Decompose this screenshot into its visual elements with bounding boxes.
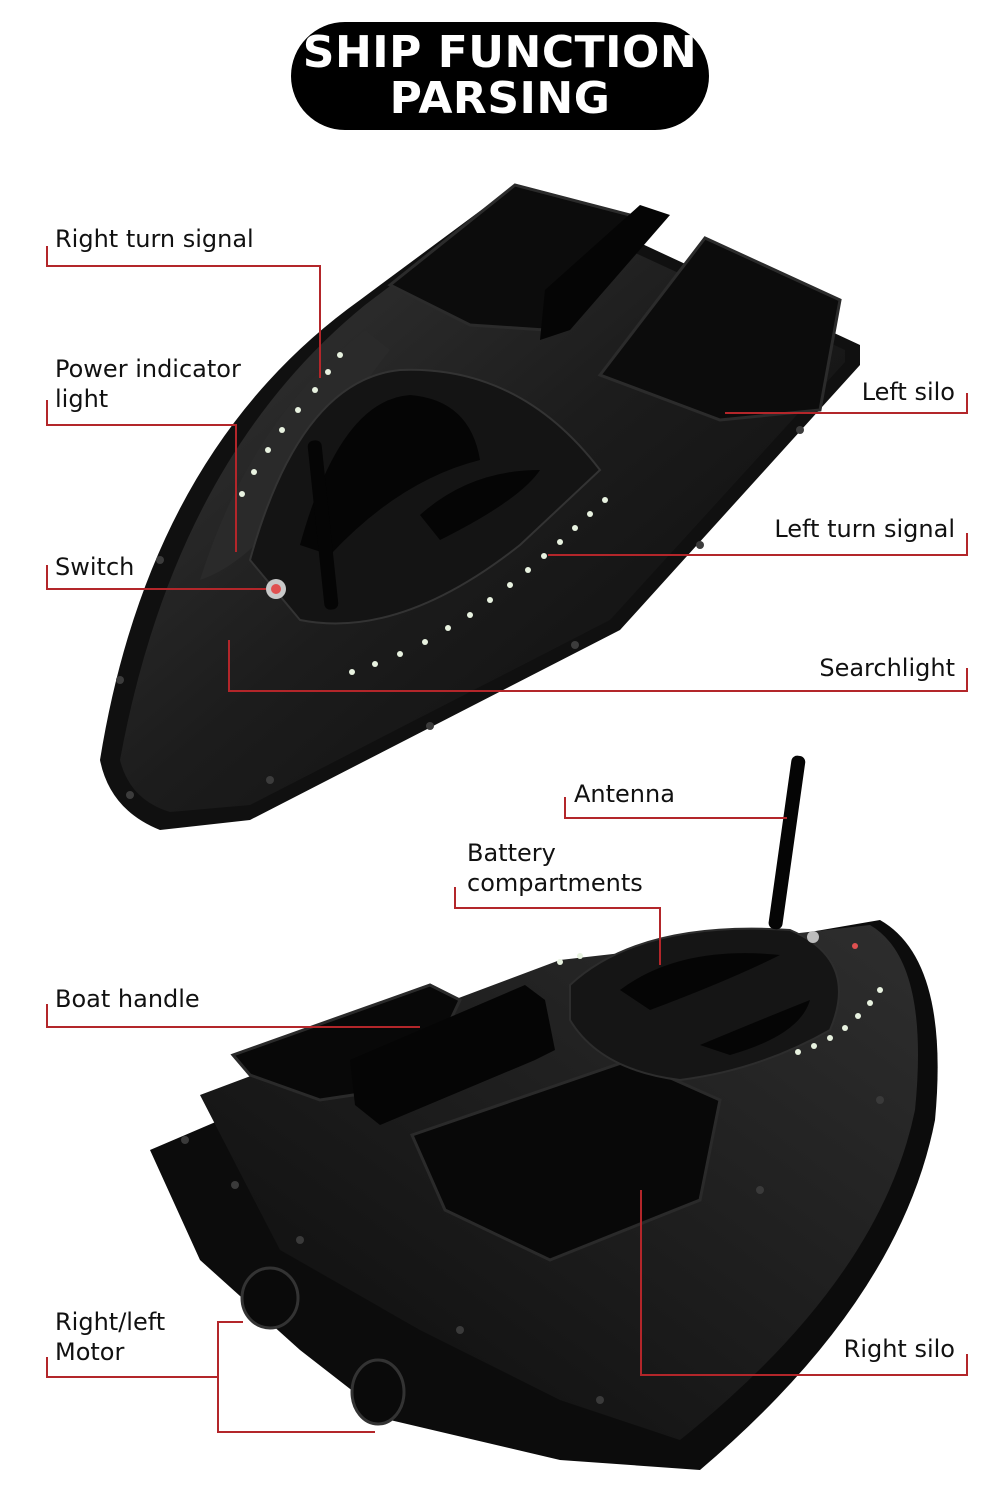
leader-lines [46, 246, 968, 1433]
label-switch: Switch [55, 553, 135, 581]
label-left-turn-signal: Left turn signal [774, 515, 955, 543]
label-left-silo: Left silo [861, 378, 955, 406]
label-right-silo: Right silo [843, 1335, 955, 1363]
label-power-indicator-line1: Power indicator [55, 355, 241, 383]
bottom-boat-image [150, 755, 938, 1470]
label-boat-handle: Boat handle [55, 985, 200, 1013]
label-power-indicator-line2: light [55, 385, 109, 413]
label-battery-line2: compartments [467, 869, 643, 897]
label-searchlight: Searchlight [819, 654, 955, 682]
title-line-2: PARSING [389, 73, 611, 124]
label-battery-line1: Battery [467, 839, 556, 867]
title-banner: SHIP FUNCTION PARSING [291, 22, 709, 130]
label-motor-line1: Right/left [55, 1308, 166, 1336]
label-right-turn-signal: Right turn signal [55, 225, 254, 253]
label-motor-line2: Motor [55, 1338, 125, 1366]
title-line-1: SHIP FUNCTION [302, 27, 698, 78]
top-boat-image [100, 183, 860, 830]
label-antenna: Antenna [574, 780, 675, 808]
